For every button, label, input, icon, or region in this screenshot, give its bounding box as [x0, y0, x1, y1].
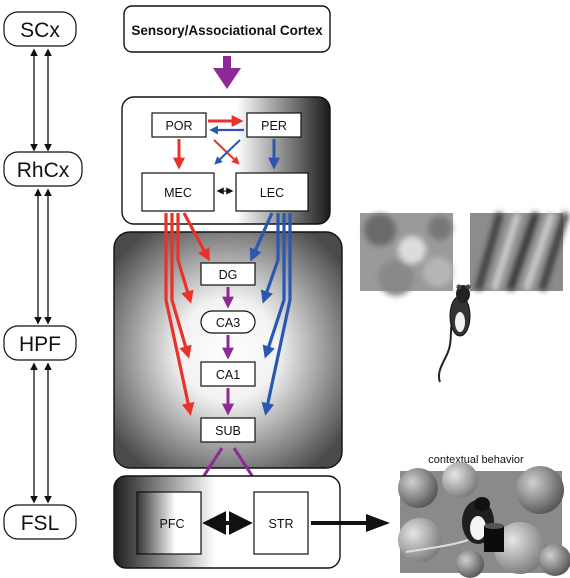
- dg-box: [200, 262, 256, 286]
- mec-label: MEC: [164, 186, 192, 200]
- blurred-cue-image-stripes: [470, 211, 570, 292]
- dg-label: DG: [219, 268, 238, 282]
- str-label: STR: [269, 517, 294, 531]
- pfc-box: [136, 491, 202, 555]
- level-fsl: FSL: [3, 504, 77, 540]
- contextual-behavior-photo: contextual behavior: [398, 454, 570, 578]
- level-scx: SCx: [3, 11, 77, 47]
- ca3-box: [200, 310, 256, 334]
- lec-label: LEC: [260, 186, 284, 200]
- por-label: POR: [165, 119, 192, 133]
- rhinal-panel: POR PER MEC LEC: [121, 96, 331, 225]
- level-rhcx: RhCx: [3, 151, 83, 187]
- per-box: [246, 112, 302, 138]
- mec-box: [141, 172, 215, 212]
- ca1-label: CA1: [216, 368, 240, 382]
- sub-box: [200, 417, 256, 443]
- level-arrows: [30, 48, 52, 504]
- cortex-label: Sensory/Associational Cortex: [131, 23, 323, 38]
- level-hpf-label: HPF: [19, 333, 61, 356]
- str-box: [253, 491, 309, 555]
- rat-icon: [438, 284, 471, 383]
- cortex-box: Sensory/Associational Cortex: [123, 5, 331, 53]
- level-hpf: HPF: [3, 325, 77, 361]
- fsl-panel: PFC STR: [113, 475, 341, 569]
- str-to-behavior-arrow: [311, 514, 390, 532]
- ca1-box: [200, 361, 256, 387]
- level-fsl-label: FSL: [21, 512, 60, 535]
- cortex-to-rhinal-arrow: [213, 56, 241, 89]
- pfc-label: PFC: [160, 517, 185, 531]
- hpf-panel: DG CA3 CA1 SUB: [113, 212, 343, 469]
- level-scx-label: SCx: [20, 19, 60, 42]
- sub-label: SUB: [215, 424, 241, 438]
- level-rhcx-label: RhCx: [17, 159, 70, 182]
- por-box: [151, 112, 207, 138]
- behavior-label: contextual behavior: [428, 454, 524, 466]
- ca3-label: CA3: [216, 316, 240, 330]
- lec-box: [235, 172, 309, 212]
- per-label: PER: [261, 119, 287, 133]
- blurred-cue-image-spots: [360, 213, 453, 296]
